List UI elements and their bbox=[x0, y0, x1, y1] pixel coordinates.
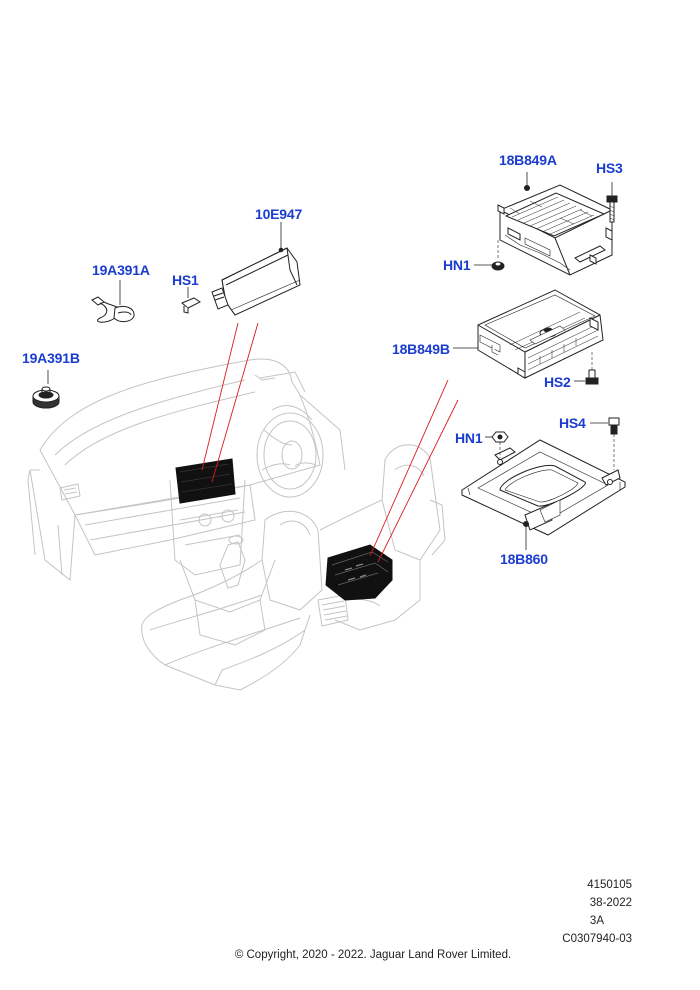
illustration-number: 4150105 bbox=[587, 879, 632, 891]
nut-HN1-bottom bbox=[485, 431, 509, 458]
illustration-date-code: 38-2022 bbox=[589, 897, 632, 909]
illustration-reference: C0307940-03 bbox=[562, 933, 632, 945]
component-19A391B bbox=[32, 370, 60, 409]
callout-HS4: HS4 bbox=[559, 415, 586, 431]
callout-10E947: 10E947 bbox=[255, 206, 303, 222]
screw-HS4 bbox=[590, 417, 620, 470]
callout-HS3: HS3 bbox=[596, 160, 623, 176]
callout-19A391A: 19A391A bbox=[92, 262, 150, 278]
installed-display-highlight bbox=[175, 458, 236, 504]
callout-18B849A: 18B849A bbox=[499, 152, 557, 168]
callout-HS1: HS1 bbox=[172, 272, 199, 288]
module-18B849A bbox=[497, 172, 613, 276]
module-18B849B bbox=[453, 289, 604, 379]
leader-lines bbox=[201, 322, 459, 563]
nut-HN1-top bbox=[474, 240, 505, 271]
installed-module-highlight bbox=[325, 544, 393, 601]
harness-19A391A bbox=[91, 280, 135, 323]
callout-HN1-bottom: HN1 bbox=[455, 430, 483, 446]
callout-HS2: HS2 bbox=[544, 374, 571, 390]
screw-HS2 bbox=[574, 352, 599, 385]
display-module-10E947 bbox=[211, 222, 301, 316]
screw-HS1 bbox=[181, 287, 201, 314]
bracket-18B860 bbox=[460, 439, 627, 550]
callout-18B860: 18B860 bbox=[500, 551, 548, 567]
callout-19A391B: 19A391B bbox=[22, 350, 80, 366]
screw-HS3 bbox=[606, 182, 618, 223]
vehicle-interior-outline bbox=[27, 358, 446, 691]
illustration-revision: 3A bbox=[589, 915, 604, 927]
callout-HN1-top: HN1 bbox=[443, 257, 471, 273]
copyright-notice: © Copyright, 2020 - 2022. Jaguar Land Ro… bbox=[234, 949, 512, 961]
callout-18B849B: 18B849B bbox=[392, 341, 450, 357]
